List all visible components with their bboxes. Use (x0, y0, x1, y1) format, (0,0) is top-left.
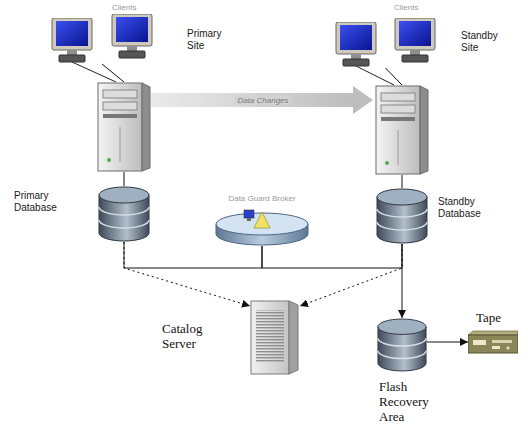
catalog-server-tower (251, 301, 298, 374)
client-cable (72, 62, 116, 82)
node-label: Clients (394, 3, 418, 13)
connector-line (402, 175, 403, 188)
icon-node: Clients (332, 18, 439, 68)
node-label: Clients (112, 3, 136, 13)
database-cylinder (377, 189, 427, 243)
connector-line (427, 342, 468, 343)
dotted-arrow (300, 244, 402, 306)
icon-node: Standby Site (375, 85, 429, 175)
client-monitor (395, 18, 435, 62)
client-cable (356, 66, 394, 85)
server-tower (376, 86, 428, 174)
edge-label: Data Changes (235, 96, 290, 105)
server-tower (98, 83, 150, 171)
connector-line (402, 244, 403, 318)
icon-node: Data Guard Broker (215, 208, 309, 246)
client-monitor (112, 14, 152, 58)
broker-icon (216, 210, 308, 245)
client-monitor (336, 22, 376, 66)
dotted-arrow (124, 242, 250, 306)
database-cylinder (99, 187, 149, 241)
tape-device (468, 331, 518, 353)
connector-line (262, 244, 402, 268)
data-flow-arrow (151, 93, 353, 107)
node-label: Data Guard Broker (215, 194, 309, 204)
icon-node: Tape (468, 330, 518, 354)
node-label: Standby Database (438, 196, 500, 220)
node-label: Tape (476, 311, 501, 326)
connector-line (124, 242, 262, 268)
node-label: Flash Recovery Area (379, 380, 435, 425)
connector-line (102, 64, 124, 82)
client-monitor (52, 18, 92, 62)
icon-node: Primary Site (97, 82, 151, 172)
node-label: Primary Database (14, 190, 76, 214)
icon-node: Catalog Server (250, 300, 300, 375)
node-label: Standby Site (461, 30, 511, 54)
icon-node: Flash Recovery Area (377, 318, 427, 372)
node-label: Primary Site (187, 28, 233, 52)
connector-line (386, 68, 403, 85)
storage-cylinder (378, 319, 426, 371)
connector-line (124, 172, 125, 186)
icon-node: Clients (50, 16, 154, 64)
node-label: Catalog Server (162, 322, 224, 352)
icon-node: Primary Database (98, 186, 150, 242)
icon-node: Standby Database (376, 188, 428, 244)
